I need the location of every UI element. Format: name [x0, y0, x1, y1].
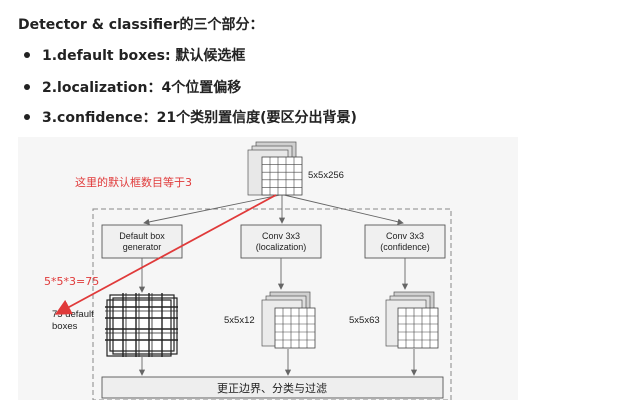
localization-conv-box: Conv 3x3 (localization) [240, 224, 322, 259]
bullet-dot-icon [24, 84, 30, 90]
diagram-svg: 5x5x256 这里的默认框数目等于3 5*5*3=75 Default box… [44, 141, 452, 400]
refine-filter-label: 更正边界、分类与过滤 [217, 381, 327, 395]
bullet-dot-icon [24, 52, 30, 58]
bullet-text: 1.default boxes: 默认候选框 [42, 48, 246, 64]
confidence-line2: (confidence) [380, 242, 430, 252]
bullet-dot-icon [24, 114, 30, 120]
bullet-item-confidence: 3.confidence：21个类别置信度(要区分出背景) [18, 107, 357, 127]
localization-line2: (localization) [256, 242, 307, 252]
default-boxes-grid [105, 293, 178, 357]
ssd-detector-diagram: 5x5x256 这里的默认框数目等于3 5*5*3=75 Default box… [18, 137, 518, 400]
bullet-item-default-boxes: 1.default boxes: 默认候选框 [18, 45, 245, 65]
refine-filter-bar: 更正边界、分类与过滤 [101, 376, 444, 399]
section-heading: Detector & classifier的三个部分： [18, 17, 264, 33]
default-box-line1: Default box [119, 231, 165, 241]
arrow-to-confidence [283, 194, 404, 225]
default-boxes-label-line2: boxes [52, 321, 78, 332]
localization-output-label: 5x5x12 [224, 315, 255, 326]
default-box-line2: generator [123, 242, 162, 252]
bullet-text: 3.confidence：21个类别置信度(要区分出背景) [42, 110, 357, 126]
input-size-label: 5x5x256 [308, 170, 344, 181]
confidence-output-cube [385, 291, 439, 349]
red-annotation-arrow [54, 194, 277, 315]
confidence-conv-box: Conv 3x3 (confidence) [364, 224, 446, 259]
localization-line1: Conv 3x3 [262, 231, 300, 241]
default-boxes-label-line1: 75 default [52, 309, 94, 320]
confidence-output-label: 5x5x63 [349, 315, 380, 326]
bullet-item-localization: 2.localization：4个位置偏移 [18, 77, 241, 97]
confidence-line1: Conv 3x3 [386, 231, 424, 241]
default-box-count-annotation: 这里的默认框数目等于3 [75, 175, 192, 189]
bullet-text: 2.localization：4个位置偏移 [42, 80, 242, 96]
arrow-to-default-box [143, 194, 281, 225]
input-feature-cube [247, 141, 303, 196]
dashed-container [92, 208, 452, 400]
box-calculation-annotation: 5*5*3=75 [44, 275, 99, 288]
localization-output-cube [261, 291, 316, 349]
